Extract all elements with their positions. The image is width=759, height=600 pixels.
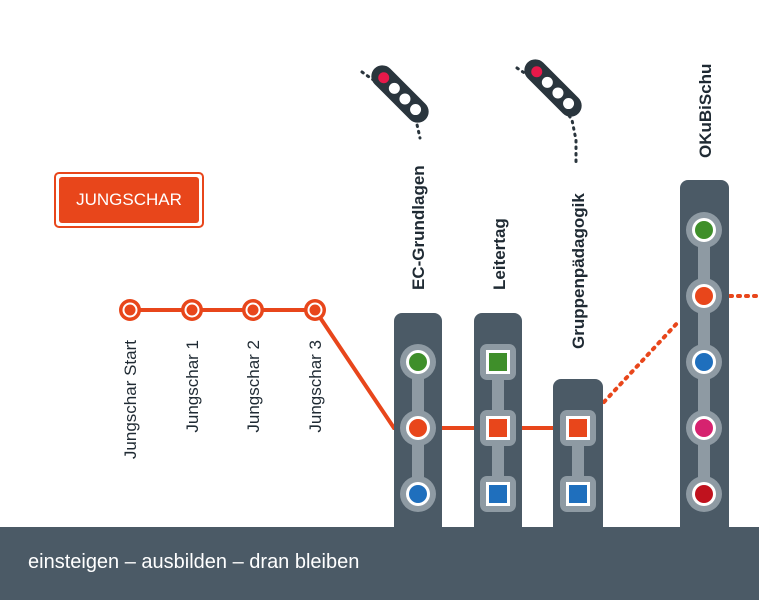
node-square-green <box>480 344 516 380</box>
footer-bar: einsteigen – ausbilden – dran bleiben <box>0 527 759 600</box>
stop-jungschar-3 <box>304 299 326 321</box>
jungschar-badge: JUNGSCHAR <box>54 172 204 228</box>
column-label-okubischu: OKuBiSchu <box>696 64 715 158</box>
node-circle-green <box>400 344 436 380</box>
track-dotted-okubischu <box>602 318 682 404</box>
stop-jungschar-start <box>119 299 141 321</box>
node-circle-orange <box>686 278 722 314</box>
node-circle-blue <box>400 476 436 512</box>
stop-label-jungschar-3: Jungschar 3 <box>306 340 325 433</box>
stop-label-jungschar-start: Jungschar Start <box>121 340 140 459</box>
jungschar-badge-label: JUNGSCHAR <box>59 177 199 223</box>
node-circle-pink <box>686 410 722 446</box>
node-square-orange <box>480 410 516 446</box>
node-square-blue <box>480 476 516 512</box>
node-square-orange <box>560 410 596 446</box>
stop-label-jungschar-1: Jungschar 1 <box>183 340 202 433</box>
column-label-leitertag: Leitertag <box>490 218 509 290</box>
signal-light-icon <box>515 59 582 168</box>
stop-jungschar-1 <box>181 299 203 321</box>
stop-label-jungschar-2: Jungschar 2 <box>244 340 263 433</box>
footer-tagline: einsteigen – ausbilden – dran bleiben <box>28 551 360 573</box>
signal-light-icon <box>360 65 429 140</box>
column-label-ec-grundlagen: EC-Grundlagen <box>409 165 428 290</box>
node-circle-red <box>686 476 722 512</box>
node-circle-orange <box>400 410 436 446</box>
column-label-gruppenpaedagogik: Gruppenpädagogik <box>569 193 588 349</box>
stop-jungschar-2 <box>242 299 264 321</box>
node-square-blue <box>560 476 596 512</box>
node-circle-green <box>686 212 722 248</box>
node-circle-blue <box>686 344 722 380</box>
